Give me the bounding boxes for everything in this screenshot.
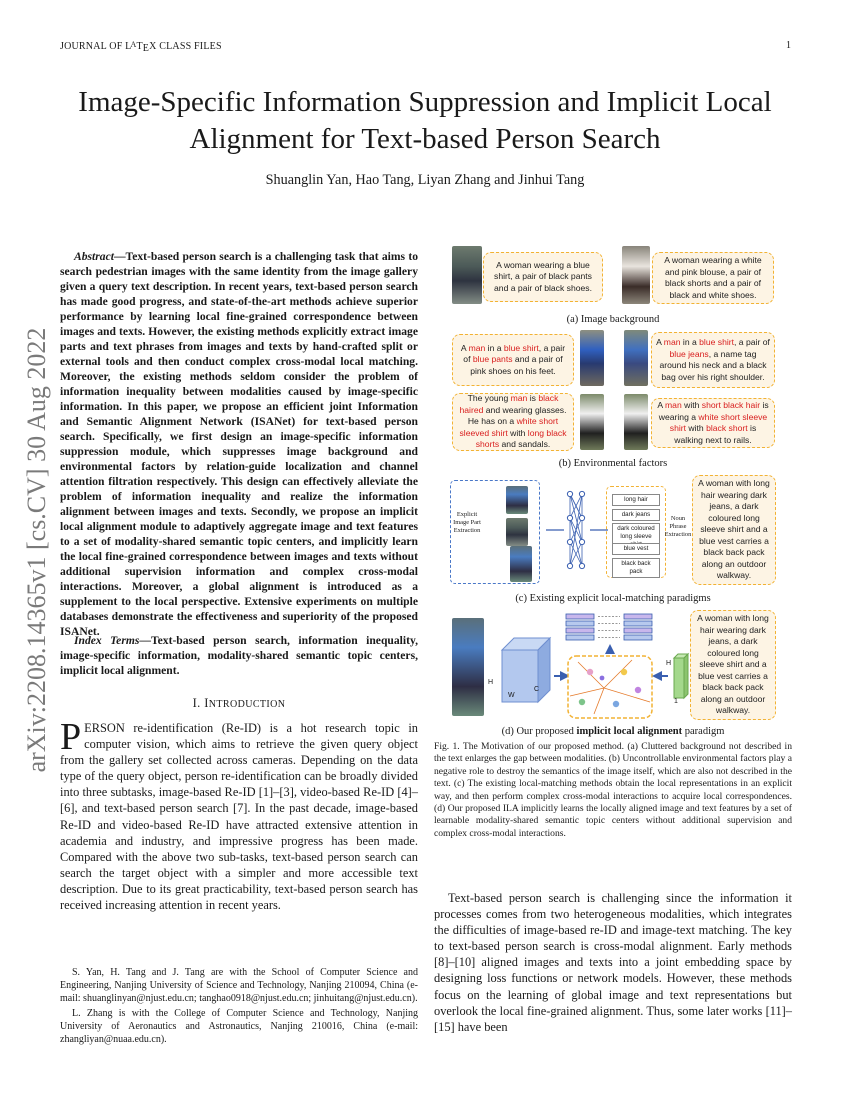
noun-phrase-label: Noun Phrase Extraction bbox=[664, 515, 692, 538]
index-terms: Index Terms—Text-based person search, in… bbox=[60, 633, 418, 678]
text-panel-b4: A man with short black hair is wearing a… bbox=[651, 398, 775, 448]
journal-header: JOURNAL OF LATEX CLASS FILES bbox=[60, 40, 222, 54]
dim-label-one: 1 bbox=[674, 698, 678, 705]
explicit-extraction-box bbox=[450, 480, 540, 584]
abstract-text: —Text-based person search is a challengi… bbox=[60, 250, 418, 638]
subcaption-b: (b) Environmental factors bbox=[558, 458, 668, 469]
phrase-chip-dark-jeans: dark jeans bbox=[612, 509, 660, 521]
text-panel-b1: A man in a blue shirt, a pair of blue pa… bbox=[452, 334, 574, 386]
arxiv-identifier: arXiv:2208.14365v1 [cs.CV] 30 Aug 2022 bbox=[22, 327, 51, 773]
person-photo-b3 bbox=[580, 394, 604, 450]
introduction-text: ERSON re-identification (Re-ID) is a hot… bbox=[60, 721, 418, 913]
person-photo-d bbox=[452, 618, 484, 716]
footnote-affiliation-1: S. Yan, H. Tang and J. Tang are with the… bbox=[60, 967, 418, 1004]
person-photo-b4 bbox=[624, 394, 648, 450]
subcaption-c: (c) Existing explicit local-matching par… bbox=[515, 593, 711, 604]
person-photo-b1 bbox=[580, 330, 604, 386]
dim-label-h2: H bbox=[666, 660, 672, 667]
part-photo-2 bbox=[506, 518, 528, 546]
dim-label-w: W bbox=[508, 692, 515, 699]
drop-cap: P bbox=[60, 716, 82, 758]
index-terms-text: —Text-based person search, information i… bbox=[60, 634, 418, 677]
text-panel-a1: A woman wearing a blue shirt, a pair of … bbox=[483, 252, 603, 302]
person-photo-b2 bbox=[624, 330, 648, 386]
text-panel-b3: The young man is black haired and wearin… bbox=[452, 393, 574, 451]
dim-label-c1: C bbox=[534, 686, 540, 693]
phrase-chip-back-pack: black back pack bbox=[612, 558, 660, 578]
page-number: 1 bbox=[786, 40, 791, 51]
text-panel-d: A woman with long hair wearing dark jean… bbox=[690, 610, 776, 720]
text-panel-c: A woman with long hair wearing dark jean… bbox=[692, 475, 776, 585]
paper-title: Image-Specific Information Suppression a… bbox=[78, 86, 772, 155]
author-list: Shuanglin Yan, Hao Tang, Liyan Zhang and… bbox=[265, 172, 585, 188]
text-panel-b2: A man in a blue shirt, a pair of blue je… bbox=[651, 332, 775, 388]
subcaption-a: (a) Image background bbox=[566, 314, 660, 325]
text-panel-a2: A woman wearing a white and pink blouse,… bbox=[652, 252, 774, 304]
explicit-part-label: Explicit Image Part Extraction bbox=[453, 511, 481, 534]
index-terms-label: Index Terms bbox=[74, 634, 140, 647]
phrase-chip-long-hair: long hair bbox=[612, 494, 660, 506]
part-photo-3 bbox=[510, 546, 532, 582]
cross-modal-interaction-graph bbox=[546, 490, 608, 570]
phrase-chip-blue-vest: blue vest bbox=[612, 543, 660, 555]
dim-label-h1: H bbox=[488, 679, 494, 686]
footnote-affiliation-2: L. Zhang is with the College of Computer… bbox=[60, 1008, 418, 1045]
figure-caption: Fig. 1. The Motivation of our proposed m… bbox=[434, 741, 792, 839]
person-photo-a2 bbox=[622, 246, 650, 304]
part-photo-1 bbox=[506, 486, 528, 514]
abstract-label: Abstract bbox=[74, 250, 114, 263]
section-heading: I. INTRODUCTION bbox=[192, 696, 286, 710]
subcaption-d: (d) Our proposed implicit local alignmen… bbox=[501, 726, 725, 737]
footnotes: S. Yan, H. Tang and J. Tang are with the… bbox=[60, 966, 418, 1048]
abstract: Abstract—Text-based person search is a c… bbox=[60, 249, 418, 639]
implicit-alignment-diagram bbox=[500, 613, 690, 719]
body-paragraph-right: Text-based person search is challenging … bbox=[434, 891, 792, 1034]
person-photo-a1 bbox=[452, 246, 482, 304]
